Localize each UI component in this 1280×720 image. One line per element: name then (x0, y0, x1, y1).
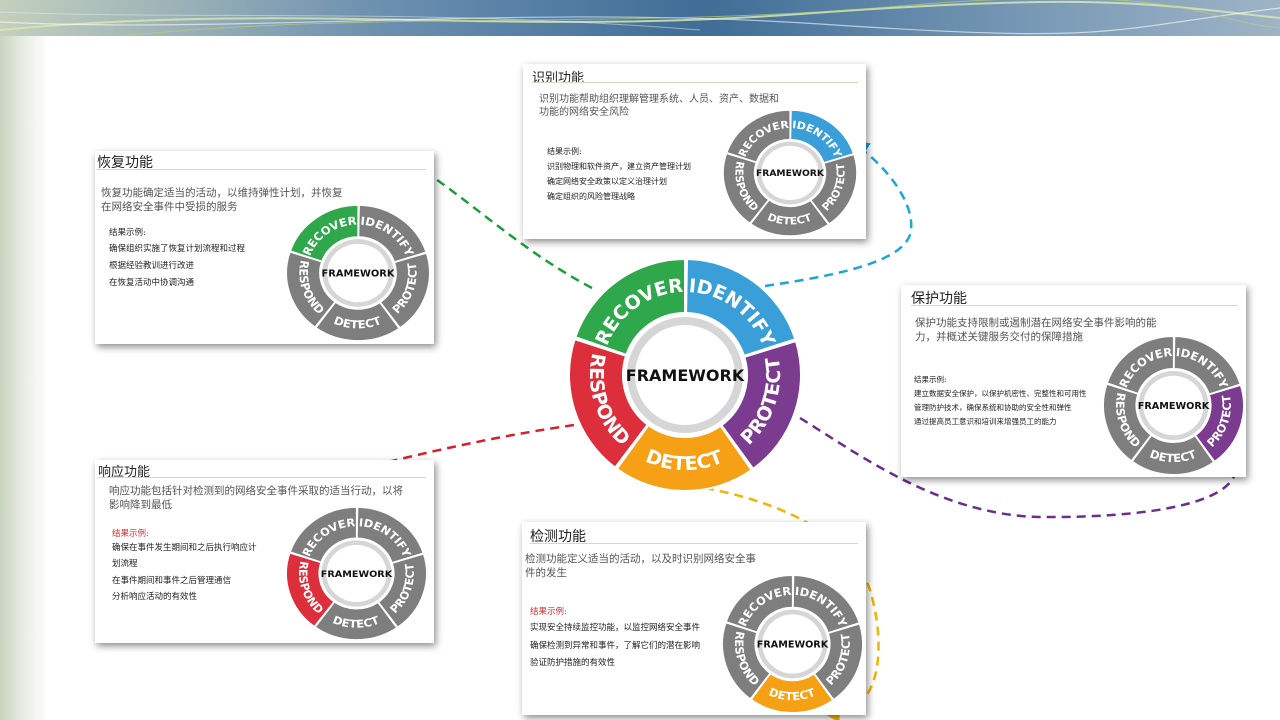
outcome-item: 确保在事件发生期间和之后执行响应计划流程 (112, 543, 257, 569)
detect-card: 检测功能 检测功能定义适当的活动，以及时识别网络安全事件的发生 结果示例: 实现… (522, 522, 866, 715)
segment-label-detect: DETECT (331, 614, 381, 631)
outcome-item: 确保组织实施了恢复计划流程和过程 (109, 244, 246, 254)
outcome-item: 验证防护措施的有效性 (530, 658, 616, 668)
card-description: 识别功能帮助组织理解管理系统、人员、资产、数据和功能的网络安全风险 (539, 94, 779, 118)
card-title: 保护功能 (911, 291, 967, 307)
outcome-item: 在恢复活动中协调沟通 (109, 278, 195, 288)
connector-protect (799, 416, 1246, 519)
segment-respond: RESPOND (1102, 383, 1152, 462)
outcome-item: 在事件期间和事件之后管理通信 (112, 576, 232, 586)
center-circle (635, 325, 735, 425)
segment-label-detect: DETECT (1148, 447, 1198, 466)
outcome-item: 确定组织的风险管理战略 (547, 192, 635, 201)
center-circle (327, 243, 389, 303)
card-description: 响应功能包括针对检测到的网络安全事件采取的适当行动，以将影响降到最低 (109, 485, 403, 511)
card-description: 检测功能定义适当的活动，以及时识别网络安全事件的发生 (525, 553, 756, 579)
framework-center-label: FRAMEWORK (321, 569, 393, 580)
card-description: 保护功能支持限制或遏制潜在网络安全事件影响的能力，并概述关键服务交付的保障措施 (915, 317, 1157, 343)
segment-label-detect: DETECT (332, 313, 383, 331)
identify-card: 识别功能 识别功能帮助组织理解管理系统、人员、资产、数据和功能的网络安全风险 结… (523, 64, 866, 239)
connector-detect (704, 486, 880, 720)
segment-respond: RESPOND (721, 622, 771, 700)
outcome-item: 分析响应活动的有效性 (112, 592, 198, 602)
outcome-item: 确保检测到异常和事件，了解它们的潜在影响 (530, 641, 701, 651)
outcome-item: 建立数据安全保护，以保护机密性、完整性和可用性 (914, 389, 1087, 398)
card-title: 检测功能 (530, 529, 586, 545)
segment-protect: PROTECT (1194, 384, 1245, 463)
framework-center-label: FRAMEWORK (322, 269, 396, 280)
outcome-item: 根据经验教训进行改进 (109, 261, 195, 271)
outcomes-label: 结果示例: (530, 607, 567, 617)
title-divider (530, 543, 858, 544)
segment-protect: PROTECT (379, 252, 431, 329)
segment-respond: RESPOND (722, 152, 770, 224)
title-divider (532, 82, 858, 83)
title-divider (98, 477, 426, 478)
segment-detect: DETECT (749, 199, 830, 237)
framework-center-label: FRAMEWORK (626, 366, 745, 385)
framework-center-label: FRAMEWORK (757, 640, 829, 651)
card-title: 识别功能 (532, 71, 585, 86)
segment-recover: RECOVER (289, 506, 358, 563)
protect-card: 保护功能 保护功能支持限制或遏制潜在网络安全事件影响的能力，并概述关键服务交付的… (901, 285, 1246, 477)
segment-detect: DETECT (1131, 434, 1215, 476)
card-description: 恢复功能确定适当的活动，以维持弹性计划，并恢复在网络安全事件中受损的服务 (101, 187, 343, 213)
center-circle (1143, 375, 1204, 436)
header-banner (0, 0, 1280, 36)
segment-protect: PROTECT (813, 623, 864, 701)
outcomes-label: 结果示例: (112, 529, 149, 539)
segment-label-detect: DETECT (767, 685, 817, 703)
segment-detect: DETECT (750, 672, 834, 714)
recover-card: 恢复功能 恢复功能确定适当的活动，以维持弹性计划，并恢复在网络安全事件中受损的服… (95, 151, 434, 344)
segment-respond: RESPOND (285, 552, 335, 628)
connector-identify (764, 140, 913, 288)
outcomes-label: 结果示例: (547, 147, 582, 156)
segment-protect: PROTECT (810, 153, 858, 225)
center-circle (762, 614, 823, 674)
respond-card: 响应功能 响应功能包括针对检测到的网络安全事件采取的适当行动，以将影响降到最低 … (95, 460, 434, 643)
outcome-item: 通过提高员工意识和培训来增强员工的能力 (914, 417, 1057, 426)
outcome-item: 管理防护技术，确保系统和协助的安全性和弹性 (914, 403, 1072, 412)
outcome-item: 实现安全持续监控功能，以监控网络安全事件 (530, 623, 701, 633)
center-circle (326, 544, 387, 603)
segment-detect: DETECT (315, 301, 400, 342)
title-divider (97, 169, 426, 170)
framework-center-label: FRAMEWORK (756, 169, 825, 179)
segment-detect: DETECT (615, 423, 753, 492)
segment-detect: DETECT (314, 601, 398, 641)
card-title: 响应功能 (98, 465, 151, 480)
outcome-item: 识别物理和软件资产，建立资产管理计划 (547, 162, 691, 171)
card-title: 恢复功能 (97, 155, 153, 171)
segment-protect: PROTECT (377, 553, 428, 628)
framework-center-label: FRAMEWORK (1138, 401, 1210, 412)
segment-label-detect: DETECT (766, 211, 815, 228)
segment-respond: RESPOND (568, 337, 650, 470)
outcomes-label: 结果示例: (109, 228, 146, 238)
side-gradient-bar (0, 36, 48, 720)
outcomes-label: 结果示例: (914, 375, 947, 384)
center-circle (761, 145, 819, 201)
title-divider (911, 305, 1238, 306)
outcome-item: 确定网络安全政策以定义治理计划 (547, 177, 667, 186)
